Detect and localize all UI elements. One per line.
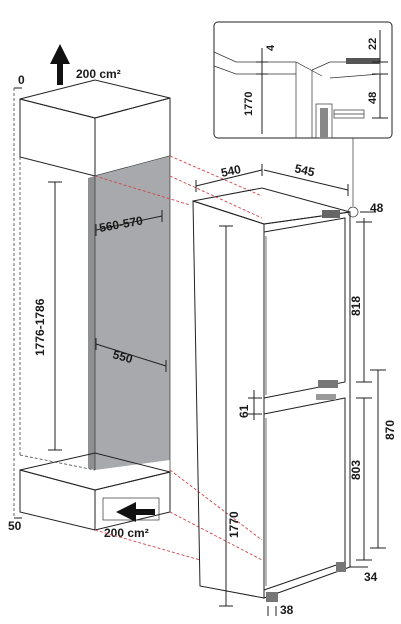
bottom-box-front xyxy=(94,471,171,531)
top-hinge xyxy=(322,210,340,218)
door-gap-label: 61 xyxy=(237,404,251,418)
middle-hinge-lower xyxy=(316,394,336,400)
up-arrow-icon xyxy=(50,44,70,85)
rear-foot xyxy=(336,562,346,572)
bottom-vent-opening xyxy=(102,497,160,521)
appliance-width-label: 545 xyxy=(293,161,316,179)
detail-inset: 4 1770 22 48 xyxy=(213,21,393,218)
zero-label: 0 xyxy=(18,73,25,87)
freezer-door xyxy=(263,397,346,591)
inset-top-plate xyxy=(346,58,380,64)
freezer-door-label: 803 xyxy=(349,460,363,480)
inset-label-48: 48 xyxy=(367,92,379,104)
top-box-top xyxy=(19,79,171,119)
niche-height-label: 1776-1786 xyxy=(33,298,47,356)
middle-hinge xyxy=(318,380,338,388)
front-foot xyxy=(266,592,278,602)
niche-dimensions xyxy=(48,181,167,451)
left-arrow-icon xyxy=(116,502,155,522)
inset-frame xyxy=(213,21,393,139)
appliance-height-label: 1770 xyxy=(227,511,241,538)
appliance-top xyxy=(192,187,351,225)
inset-label-22: 22 xyxy=(367,38,379,50)
freezer-opening-label: 870 xyxy=(383,420,397,440)
bottom-box-left xyxy=(19,469,96,531)
cabinet-niche xyxy=(13,79,171,531)
fridge-door-label: 818 xyxy=(349,296,363,316)
appliance-dimensions xyxy=(195,164,386,616)
inset-label-4: 4 xyxy=(265,44,277,51)
plinth-gap-label: 34 xyxy=(364,570,378,584)
niche-side-wall xyxy=(88,176,95,470)
vent-top-label: 200 cm² xyxy=(76,67,121,81)
top-box-left xyxy=(19,98,96,177)
fifty-label: 50 xyxy=(8,519,22,533)
appliance xyxy=(192,187,351,602)
niche-depth-label: 550 xyxy=(111,347,134,366)
vent-bottom-label: 200 cm² xyxy=(104,526,149,540)
niche-back-wall xyxy=(95,156,170,470)
inset-label-1770: 1770 xyxy=(243,92,255,116)
vent-arrows xyxy=(50,44,155,522)
side-gap-label: 38 xyxy=(280,603,294,617)
fridge-door xyxy=(263,217,346,399)
appliance-depth-label: 540 xyxy=(220,162,243,180)
top-gap-label: 48 xyxy=(370,201,384,215)
